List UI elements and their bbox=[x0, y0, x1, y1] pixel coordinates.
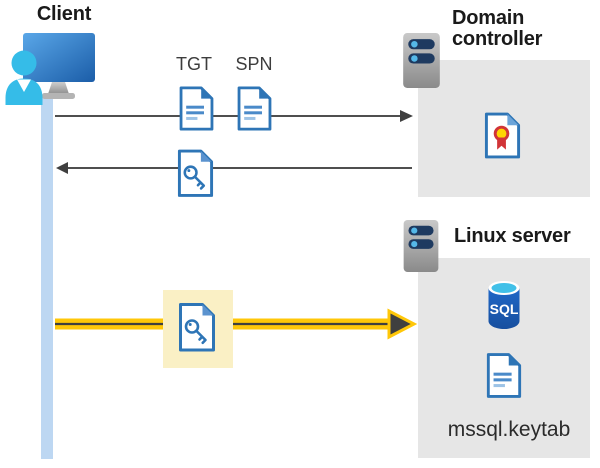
client-label: Client bbox=[36, 3, 92, 25]
spn-label: SPN bbox=[235, 54, 273, 74]
domain-controller-server-icon bbox=[403, 33, 440, 88]
sql-database-icon: SQL bbox=[488, 281, 520, 329]
response-arrow bbox=[56, 162, 412, 174]
keytab-file-label: mssql.keytab bbox=[447, 418, 571, 441]
client-person-at-monitor-icon bbox=[5, 33, 95, 105]
tgt-document-icon bbox=[179, 86, 214, 131]
linux-server-icon bbox=[403, 219, 439, 273]
request-arrow bbox=[55, 110, 413, 122]
ticket-key-document-icon bbox=[177, 149, 214, 197]
kerberos-auth-arrow bbox=[55, 308, 417, 340]
auth-key-document-icon bbox=[179, 303, 215, 352]
tgt-label: TGT bbox=[176, 54, 212, 74]
linux-server-label: Linux server bbox=[454, 225, 571, 247]
keytab-document-icon bbox=[486, 353, 522, 398]
monitor-icon bbox=[23, 33, 95, 82]
spn-document-icon bbox=[237, 86, 272, 131]
domain-controller-label: Domain controller bbox=[452, 7, 543, 50]
sql-icon-label: SQL bbox=[490, 301, 519, 317]
person-icon bbox=[11, 50, 37, 76]
client-lifeline bbox=[41, 95, 53, 459]
certificate-icon bbox=[484, 112, 521, 159]
